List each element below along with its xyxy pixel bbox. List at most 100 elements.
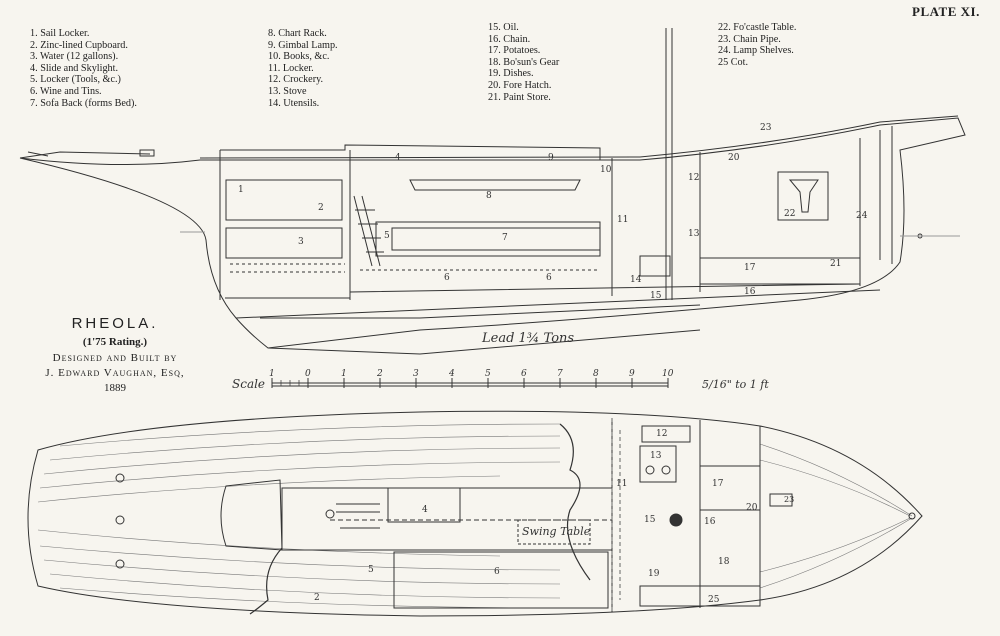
profile-number: 17 (744, 263, 756, 273)
waterline (180, 231, 960, 237)
forecastle-table (777, 171, 829, 221)
profile-number: 7 (502, 233, 508, 243)
locker-12 (641, 425, 691, 443)
plan-number: 17 (712, 479, 724, 489)
plan-number: 12 (656, 429, 667, 439)
scale-bar (271, 378, 669, 388)
ladder (353, 195, 384, 267)
scale-tick: 3 (413, 369, 419, 379)
profile-number: 9 (548, 153, 554, 163)
profile-number: 24 (856, 211, 868, 221)
profile-number: 2 (318, 203, 324, 213)
plan-number: 23 (784, 495, 794, 504)
cutaway-line (249, 423, 591, 615)
deck-outline (27, 410, 923, 617)
scale-tick: 7 (557, 369, 563, 379)
designed-by: Designed and Built by (52, 352, 178, 364)
swing-table (517, 519, 591, 545)
sheer-line (199, 115, 959, 159)
profile-number: 13 (688, 229, 700, 239)
scale-tick: 10 (662, 369, 674, 379)
plan-number: 13 (650, 451, 662, 461)
title-block: RHEOLA. (1'75 Rating.) Designed and Buil… (20, 315, 210, 394)
plan-number: 15 (644, 515, 656, 525)
legend-item: 11. Locker. (268, 62, 314, 74)
legend-item: 10. Books, &c. (268, 51, 330, 63)
profile-view (19, 28, 966, 355)
chain-locker-plan (699, 465, 761, 511)
swing-table-label: Swing Table (522, 525, 591, 538)
profile-number: 20 (728, 153, 740, 163)
legend-item: 4. Slide and Skylight. (30, 62, 119, 74)
plan-number: 25 (708, 595, 720, 605)
skylight (387, 487, 461, 523)
scale-tick: 6 (521, 369, 527, 379)
cabin-roof (219, 144, 601, 300)
stove-burner (645, 465, 655, 475)
legend-item: 25 Cot. (718, 56, 749, 68)
legend-item: 23. Chain Pipe. (718, 33, 781, 45)
water-tank (225, 227, 343, 259)
deck-fitting (115, 515, 125, 525)
legend-item: 6. Wine and Tins. (30, 85, 102, 97)
legend-column-1: 1. Sail Locker. 2. Zinc-lined Cupboard. … (30, 28, 137, 109)
cockpit (220, 479, 283, 551)
plan-number: 16 (704, 517, 716, 527)
deck-fitting (115, 559, 125, 569)
scale-ratio: 5/16" to 1 ft (702, 378, 769, 391)
legend-column-2: 8. Chart Rack. 9. Gimbal Lamp. 10. Books… (268, 28, 338, 109)
hanging-rack (409, 179, 581, 191)
legend-item: 22. Fo'castle Table. (718, 22, 797, 33)
legend-item: 3. Water (12 gallons). (30, 51, 119, 63)
plan-number: 11 (616, 479, 627, 489)
stove-plan (639, 445, 677, 483)
legend-item: 5. Locker (Tools, &c.) (30, 74, 121, 86)
legend-item: 15. Oil. (488, 22, 519, 33)
keel (260, 304, 701, 355)
legend-item: 13. Stove (268, 85, 307, 97)
plan-number: 6 (494, 567, 500, 577)
profile-number: 1 (238, 185, 244, 195)
legend-item: 9. Gimbal Lamp. (268, 39, 338, 51)
dashed-hull-lines (611, 418, 621, 612)
legend-item: 7. Sofa Back (forms Bed). (30, 97, 137, 109)
legend-item: 20. Fore Hatch. (488, 79, 552, 91)
table-support (788, 179, 819, 213)
chain-pipe (769, 493, 793, 507)
scale-tick: 0 (305, 369, 311, 379)
yacht-name: RHEOLA. (71, 315, 159, 332)
plate-number: PLATE XI. (912, 4, 980, 19)
plan-number: 19 (648, 569, 660, 579)
cabin-sole (225, 283, 861, 299)
legend-item: 12. Crockery. (268, 74, 324, 86)
lead-label: Lead 1¾ Tons (481, 331, 574, 346)
legend-item: 14. Utensils. (268, 97, 320, 109)
scale-tick: 1 (341, 369, 347, 379)
scale-tick: 9 (629, 369, 635, 379)
profile-number: 14 (630, 275, 642, 285)
legend-item: 8. Chart Rack. (268, 28, 327, 39)
legend-item: 18. Bo'sun's Gear (488, 56, 560, 68)
sail-locker-shelf (225, 179, 343, 221)
stove-burner (661, 465, 671, 475)
profile-number: 6 (444, 273, 450, 283)
scale-tick: 5 (485, 369, 491, 379)
bow-planking-plan (759, 443, 913, 589)
sofa (375, 221, 601, 257)
profile-number: 6 (546, 273, 552, 283)
companion-steps (336, 503, 380, 529)
legend-item: 24. Lamp Shelves. (718, 45, 794, 57)
legend-item: 19. Dishes. (488, 68, 534, 80)
profile-number: 4 (395, 153, 401, 163)
hull-outline (19, 117, 966, 349)
plan-number: 5 (368, 565, 374, 575)
profile-number: 22 (784, 209, 795, 219)
bilge-line (235, 289, 881, 319)
cabin-trunk (281, 487, 613, 551)
plan-number: 18 (718, 557, 730, 567)
legend-item: 1. Sail Locker. (30, 28, 90, 39)
profile-number: 21 (830, 259, 841, 269)
chain-locker (699, 257, 861, 285)
